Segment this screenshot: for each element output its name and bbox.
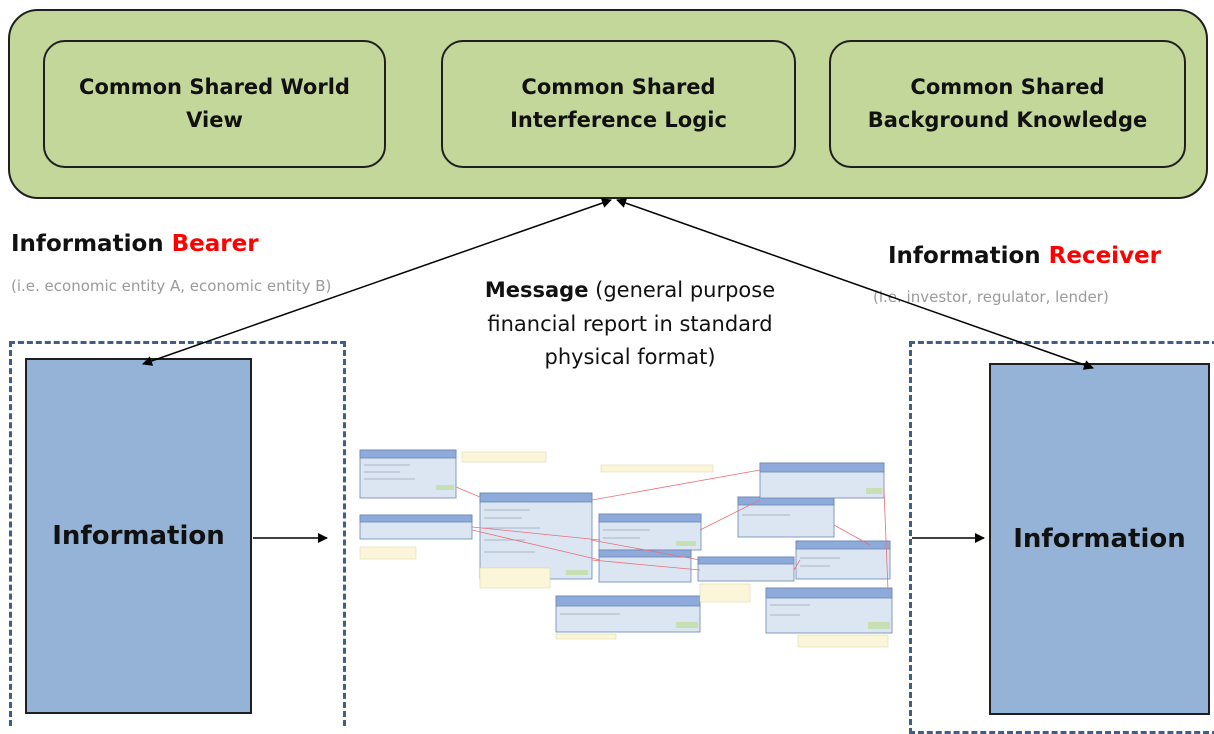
arrow-bearer-to-shared <box>142 198 612 366</box>
concept-inference-logic: Common Shared Interference Logic <box>441 40 796 168</box>
arrow-shared-to-receiver <box>616 198 1094 370</box>
concept-world-view: Common Shared World View <box>43 40 386 168</box>
concept-background-knowledge: Common Shared Background Knowledge <box>829 40 1186 168</box>
bearer-information-box: Information <box>25 358 252 714</box>
financial-report-thumbnail <box>359 449 893 648</box>
receiver-information-box: Information <box>989 363 1210 715</box>
